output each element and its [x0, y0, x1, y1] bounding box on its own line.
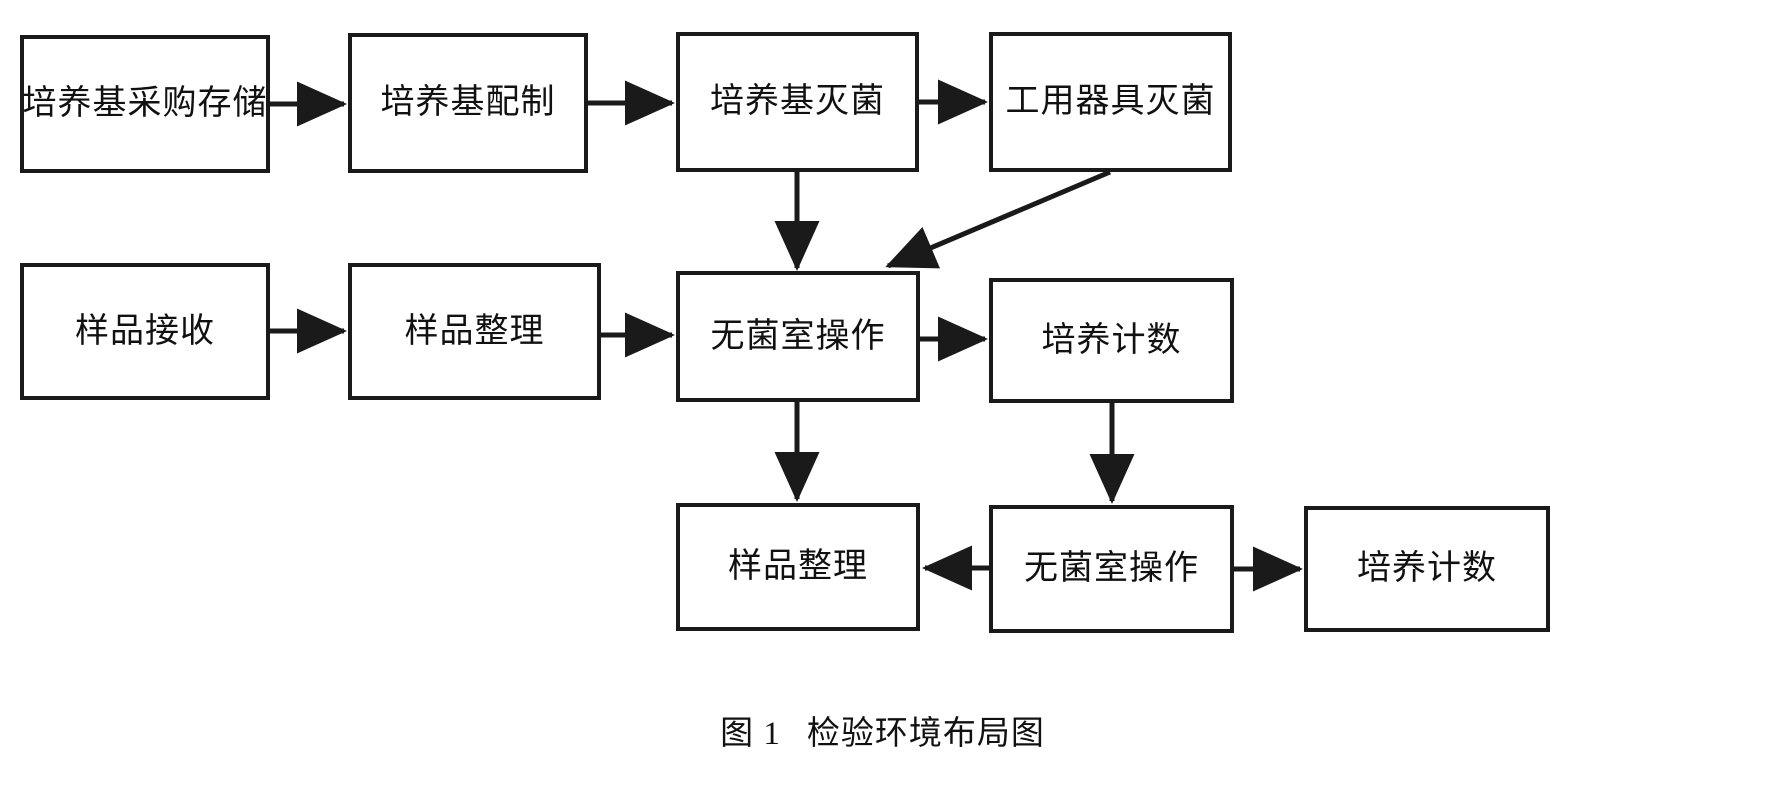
node-sterile-room-operation[interactable]: 无菌室操作: [676, 271, 920, 402]
node-sample-sorting-2[interactable]: 样品整理: [676, 503, 920, 631]
node-label: 工用器具灭菌: [1005, 83, 1216, 121]
node-label: 培养基配制: [380, 84, 556, 122]
node-label: 培养基采购存储: [22, 85, 268, 123]
node-label: 样品接收: [75, 312, 215, 350]
node-culture-counting-2[interactable]: 培养计数: [1304, 506, 1550, 632]
figure-caption-number: 图 1: [720, 716, 781, 752]
node-sterile-room-operation-2[interactable]: 无菌室操作: [989, 505, 1234, 633]
node-label: 培养计数: [1357, 550, 1497, 588]
node-tools-sterilization[interactable]: 工用器具灭菌: [989, 32, 1232, 172]
edge-n4-n7: [885, 169, 1111, 269]
node-media-sterilization[interactable]: 培养基灭菌: [676, 32, 919, 172]
figure-caption-title: 检验环境布局图: [806, 716, 1045, 752]
node-sample-sorting[interactable]: 样品整理: [348, 263, 601, 400]
node-label: 培养计数: [1041, 321, 1182, 359]
node-label: 样品整理: [404, 312, 545, 350]
node-sample-receiving[interactable]: 样品接收: [20, 263, 270, 400]
node-media-purchase-storage[interactable]: 培养基采购存储: [20, 35, 270, 173]
node-label: 样品整理: [728, 548, 868, 586]
figure-caption: 图 1 检验环境布局图: [0, 706, 1765, 754]
node-label: 无菌室操作: [710, 317, 886, 355]
node-media-preparation[interactable]: 培养基配制: [348, 33, 588, 173]
node-label: 培养基灭菌: [710, 83, 885, 121]
node-culture-counting[interactable]: 培养计数: [989, 278, 1234, 403]
node-label: 无菌室操作: [1024, 550, 1199, 588]
